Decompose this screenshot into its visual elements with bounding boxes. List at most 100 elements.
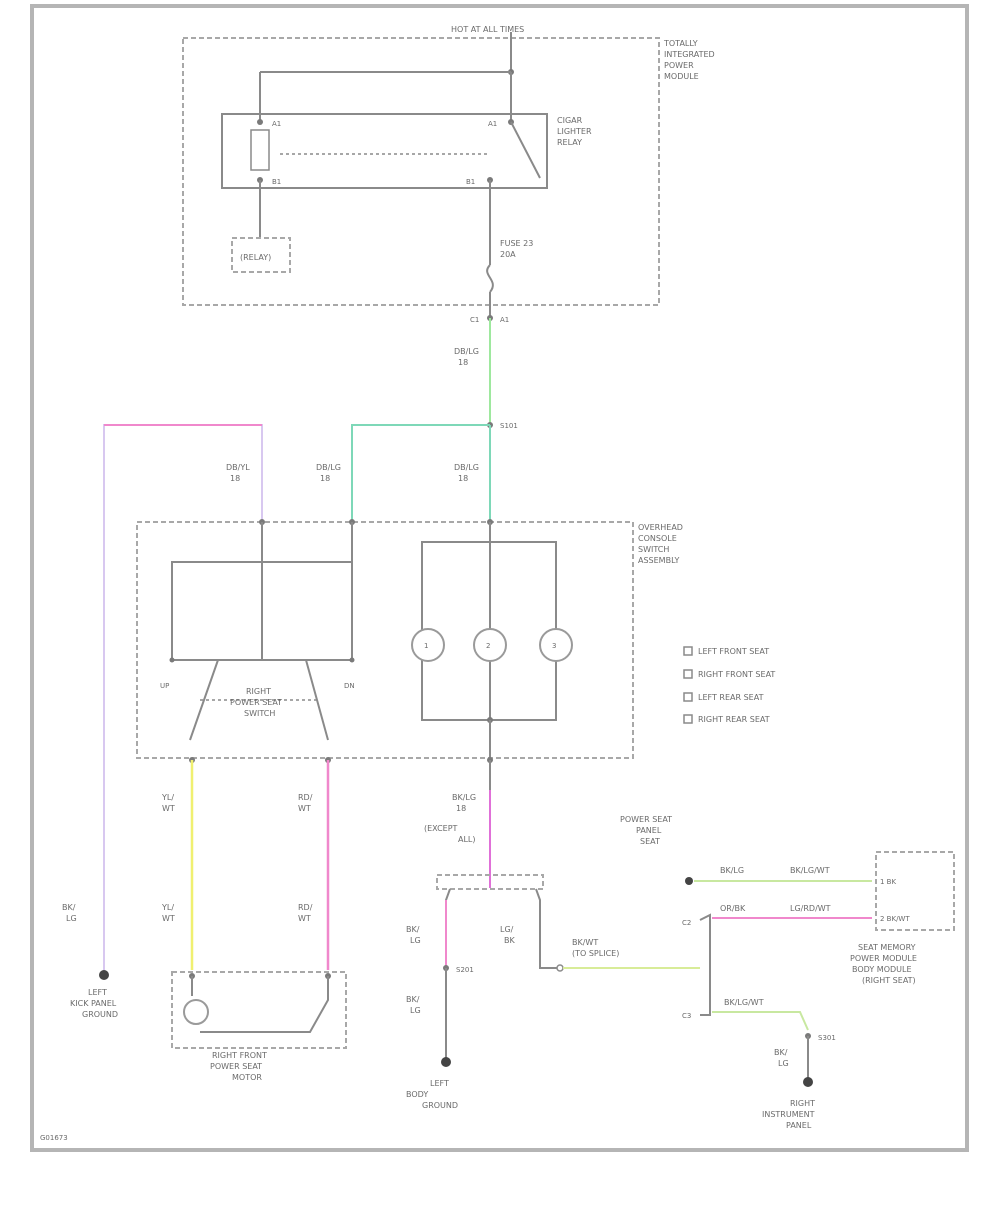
module-ref-1: POWER SEAT xyxy=(620,815,672,824)
wire-block-right xyxy=(535,888,560,969)
wire-mid-gauge: 18 xyxy=(320,474,330,483)
wire-left-gauge: 18 xyxy=(230,474,240,483)
power-module-boundary xyxy=(182,37,660,306)
relay-label-3: RELAY xyxy=(557,138,582,147)
wire-top-gauge: 18 xyxy=(458,358,468,367)
wire-diag-label-2: (TO SPLICE) xyxy=(572,949,619,958)
wire-pink-bot-color: RD/ xyxy=(298,903,313,912)
outer-frame xyxy=(30,4,969,1152)
module-name-4: (RIGHT SEAT) xyxy=(862,976,916,985)
coil-pin-bottom-label: B1 xyxy=(272,178,281,186)
wire-far-left-color: BK/ xyxy=(62,903,76,912)
switch-pin-bottom-label: B1 xyxy=(466,178,475,186)
fuse-panel-label-3: POWER xyxy=(664,61,694,70)
fuse-panel-label-2: INTEGRATED xyxy=(664,50,715,59)
wire-c3 xyxy=(712,1011,809,1031)
wire-bottom-mid-1: BK/LG xyxy=(452,793,476,802)
legend-item-2: RIGHT FRONT SEAT xyxy=(698,670,775,679)
fuse-label-2: 20A xyxy=(500,250,516,259)
motor-boundary xyxy=(171,971,347,1049)
wire-c1-a: BK/LG xyxy=(720,866,744,875)
module-name-1: SEAT MEMORY xyxy=(858,943,916,952)
connector-diag-pin xyxy=(556,964,564,972)
module-name-3: BODY MODULE xyxy=(852,965,912,974)
ground-left-icon xyxy=(99,970,109,980)
wire-bk-left2-gauge: LG xyxy=(410,1006,421,1015)
relay-coil xyxy=(250,129,270,171)
switch-label-2: POWER SEAT xyxy=(230,698,282,707)
assembly-label-3: SWITCH xyxy=(638,545,669,554)
lamp-3 xyxy=(539,628,573,662)
wire-teal-branch xyxy=(351,424,490,520)
wire-lg-right-gauge: BK xyxy=(504,936,515,945)
lamp-1 xyxy=(411,628,445,662)
connector-c3-label: C3 xyxy=(682,1012,691,1020)
switch-pin-top-label: A1 xyxy=(488,120,497,128)
wire-c1-b: BK/LG/WT xyxy=(790,866,830,875)
lamp-2 xyxy=(473,628,507,662)
console-assembly-boundary xyxy=(136,521,634,759)
switch-label-1: RIGHT xyxy=(246,687,271,696)
connector-bracket xyxy=(699,913,711,1016)
module-name-2: POWER MODULE xyxy=(850,954,917,963)
wire-pink-top-color: RD/ xyxy=(298,793,313,802)
fuse-panel-label-1: TOTALLY xyxy=(663,39,698,48)
switch-pin-up-label: UP xyxy=(160,682,169,690)
ground-right-label-1: RIGHT xyxy=(790,1099,815,1108)
wire-yellow-bot-color: YL/ xyxy=(161,903,174,912)
ground-left-label-3: GROUND xyxy=(82,1010,118,1019)
wire-yellow-top-color: YL/ xyxy=(161,793,174,802)
wire-mid-color: DB/LG xyxy=(316,463,341,472)
wire-yellow-top-gauge: WT xyxy=(162,804,175,813)
ground-left-label-1: LEFT xyxy=(88,988,107,997)
wire-bot-right-gauge: LG xyxy=(778,1059,789,1068)
wire-bottom-mid-2: 18 xyxy=(456,804,466,813)
relay-label-2: LIGHTER xyxy=(557,127,592,136)
wire-right-gauge: 18 xyxy=(458,474,468,483)
wire-pink-top-gauge: WT xyxy=(298,804,311,813)
ground-right-label-2: INSTRUMENT xyxy=(762,1110,815,1119)
switch-pin-dn-label: DN xyxy=(344,682,355,690)
fuse-panel-label-4: MODULE xyxy=(664,72,699,81)
legend-marker-1 xyxy=(683,646,693,656)
motor-lead-2 xyxy=(200,976,329,1033)
legend-item-4: RIGHT REAR SEAT xyxy=(698,715,770,724)
ground-right-label-3: PANEL xyxy=(786,1121,812,1130)
wire-c2-b: LG/RD/WT xyxy=(790,904,831,913)
relay-body xyxy=(221,113,548,189)
seat-module-boundary xyxy=(875,851,955,931)
relay-control-box xyxy=(231,237,291,273)
wire-bottom-mid-3: (EXCEPT xyxy=(424,824,458,833)
switch-pin-dn xyxy=(349,657,355,663)
connector-block xyxy=(436,874,544,890)
fuse-label-1: FUSE 23 xyxy=(500,239,533,248)
switch-blade-left xyxy=(189,659,219,741)
wire-bottom-mid-4: ALL) xyxy=(458,835,476,844)
wire-switch-cross xyxy=(171,561,352,660)
wire-bk-left-color: BK/ xyxy=(406,925,420,934)
wire-right-color: DB/LG xyxy=(454,463,479,472)
ground-mid-label-2: BODY xyxy=(406,1090,428,1099)
motor-label-1: RIGHT FRONT xyxy=(212,1051,267,1060)
switch-label-3: SWITCH xyxy=(244,709,275,718)
motor-symbol xyxy=(183,999,209,1025)
ground-left-label-2: KICK PANEL xyxy=(70,999,117,1008)
connector-c1-icon xyxy=(685,877,693,885)
legend-item-1: LEFT FRONT SEAT xyxy=(698,647,769,656)
ground-mid-label-1: LEFT xyxy=(430,1079,449,1088)
wire-top-color: DB/LG xyxy=(454,347,479,356)
assembly-label-4: ASSEMBLY xyxy=(638,556,679,565)
lamp-1-label: 1 xyxy=(424,642,428,650)
coil-terminal-top xyxy=(257,119,263,125)
coil-pin-top-label: A1 xyxy=(272,120,281,128)
legend-marker-2 xyxy=(683,669,693,679)
wire-far-left-gauge: LG xyxy=(66,914,77,923)
relay-switch-contact xyxy=(510,121,541,179)
switch-pin-up xyxy=(169,657,175,663)
wire-yellow-bot-gauge: WT xyxy=(162,914,175,923)
ground-mid-icon xyxy=(441,1057,451,1067)
module-ref-2: PANEL xyxy=(636,826,662,835)
connector-c2-label: C2 xyxy=(682,919,691,927)
connector-c1-label: C1 xyxy=(470,316,479,324)
